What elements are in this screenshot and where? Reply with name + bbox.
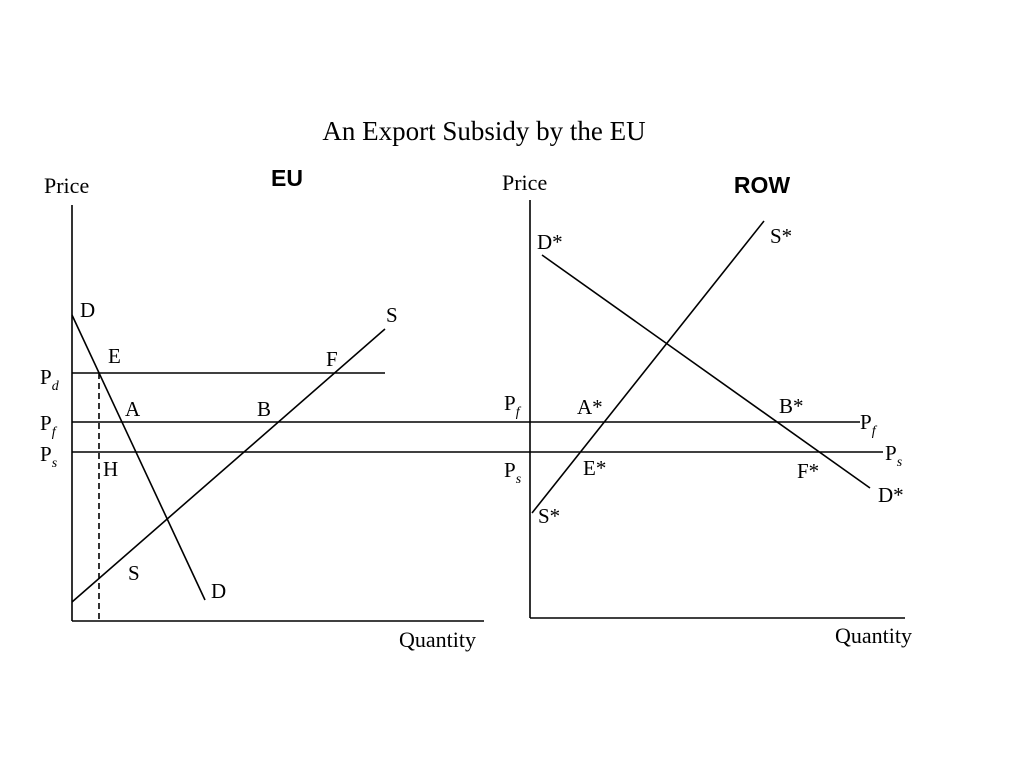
row-pf-label-left: Pf: [504, 391, 522, 420]
eu-supply-label-bottom: S: [128, 561, 140, 585]
eu-point-e: E: [108, 344, 121, 368]
eu-x-axis-label: Quantity: [399, 627, 476, 652]
eu-demand-label-top: D: [80, 298, 95, 322]
row-demand-curve: [541, 254, 871, 489]
row-demand-label-top: D*: [537, 230, 563, 254]
diagram-title: An Export Subsidy by the EU: [322, 116, 645, 146]
row-pf-label-right: Pf: [860, 410, 878, 439]
row-panel-label: ROW: [734, 172, 791, 198]
eu-ps-label: Ps: [40, 442, 58, 471]
row-point-a: A*: [577, 395, 603, 419]
eu-supply-curve: [71, 328, 386, 603]
row-point-b: B*: [779, 394, 804, 418]
eu-panel: EU Price Quantity Pd Pf Ps D D S S E F A…: [40, 165, 883, 652]
eu-supply-label-top: S: [386, 303, 398, 327]
eu-demand-curve: [71, 314, 206, 601]
row-y-axis-label: Price: [502, 170, 547, 195]
eu-panel-label: EU: [271, 165, 303, 191]
row-ps-label-left: Ps: [504, 458, 522, 487]
row-point-e: E*: [583, 456, 606, 480]
row-point-f: F*: [797, 459, 819, 483]
eu-point-b: B: [257, 397, 271, 421]
row-ps-label-right: Ps: [885, 441, 903, 470]
row-supply-label-bottom: S*: [538, 504, 560, 528]
eu-point-f: F: [326, 347, 338, 371]
eu-pd-label: Pd: [40, 365, 60, 394]
eu-pf-label: Pf: [40, 411, 58, 440]
row-supply-curve: [531, 220, 765, 514]
row-supply-label-top: S*: [770, 224, 792, 248]
eu-demand-label-bottom: D: [211, 579, 226, 603]
row-demand-label-bottom: D*: [878, 483, 904, 507]
eu-point-a: A: [125, 397, 141, 421]
row-x-axis-label: Quantity: [835, 623, 912, 648]
eu-point-h: H: [103, 457, 118, 481]
eu-y-axis-label: Price: [44, 173, 89, 198]
row-panel: ROW Price Quantity D* D* S* S* Pf Ps Pf …: [502, 170, 912, 648]
